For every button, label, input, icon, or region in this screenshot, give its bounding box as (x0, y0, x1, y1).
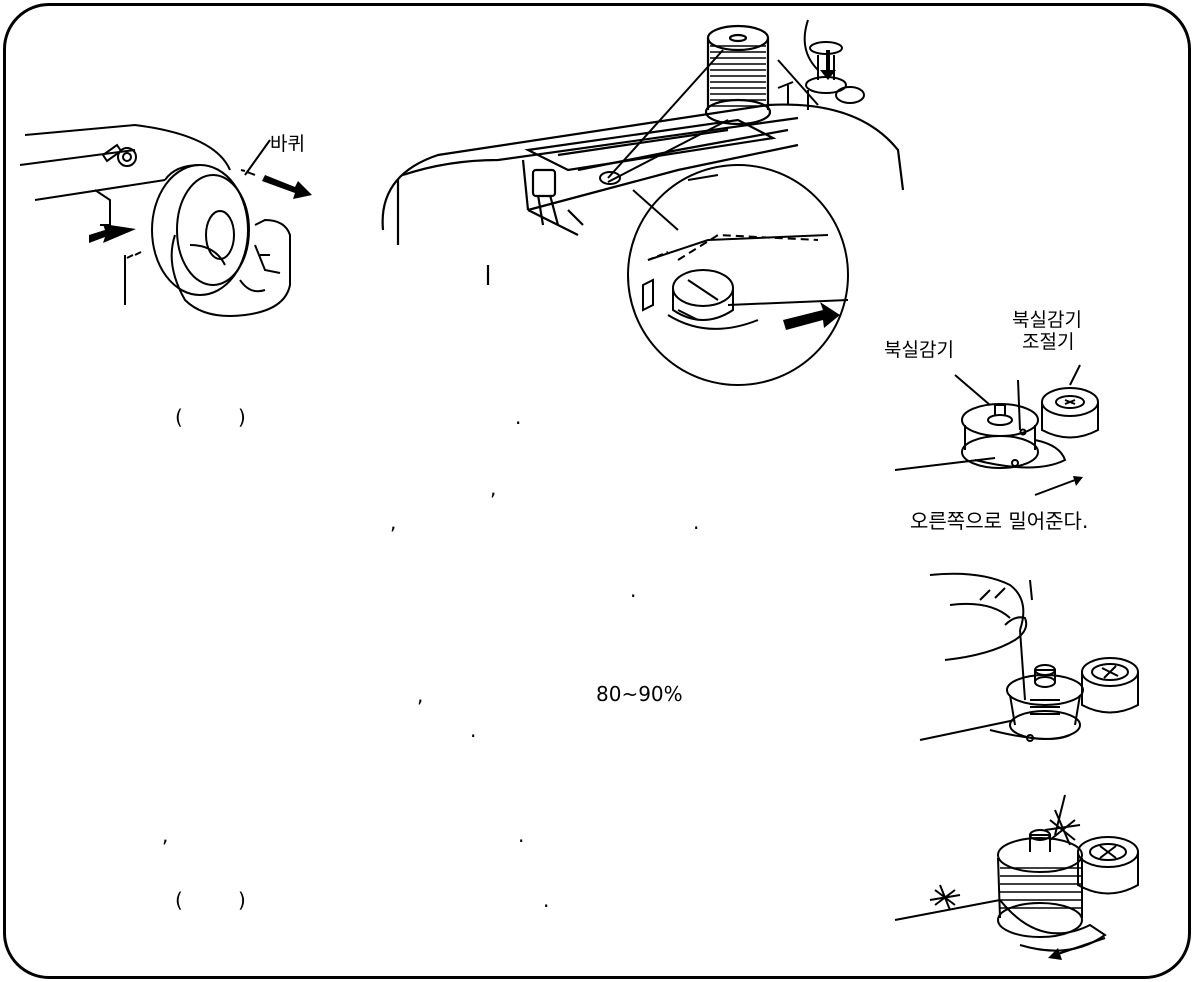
line6-period: . (470, 718, 477, 742)
line8-period: . (543, 888, 550, 912)
thread-hold-illustration (920, 570, 1150, 775)
line3-period: . (693, 510, 700, 534)
line1-period: . (515, 405, 522, 429)
push-right-caption: 오른쪽으로 밀어준다. (910, 509, 1089, 533)
page-frame (3, 3, 1191, 979)
full-bobbin-illustration (890, 790, 1155, 960)
bobbin-winder-illustration (895, 360, 1140, 500)
line5-percent: 80~90% (596, 682, 683, 706)
machine-top-illustration (378, 10, 913, 415)
winder-label: 북실감기 (884, 339, 954, 361)
line7-period: . (518, 823, 525, 847)
handwheel-illustration (15, 95, 312, 320)
adjuster-label-line1: 북실감기 (1012, 309, 1082, 331)
line3-comma: , (390, 510, 397, 534)
line8-paren-close: ) (238, 888, 246, 912)
line4-period: . (630, 578, 637, 602)
line2-comma: , (490, 476, 497, 500)
line1-paren-close: ) (238, 405, 246, 429)
adjuster-label-line2: 조절기 (1022, 331, 1075, 353)
line7-comma: , (162, 823, 169, 847)
line8-paren-open: ( (175, 888, 183, 912)
wheel-label: 바퀴 (270, 133, 305, 155)
line5-comma: , (417, 683, 424, 707)
line1-paren-open: ( (175, 405, 183, 429)
